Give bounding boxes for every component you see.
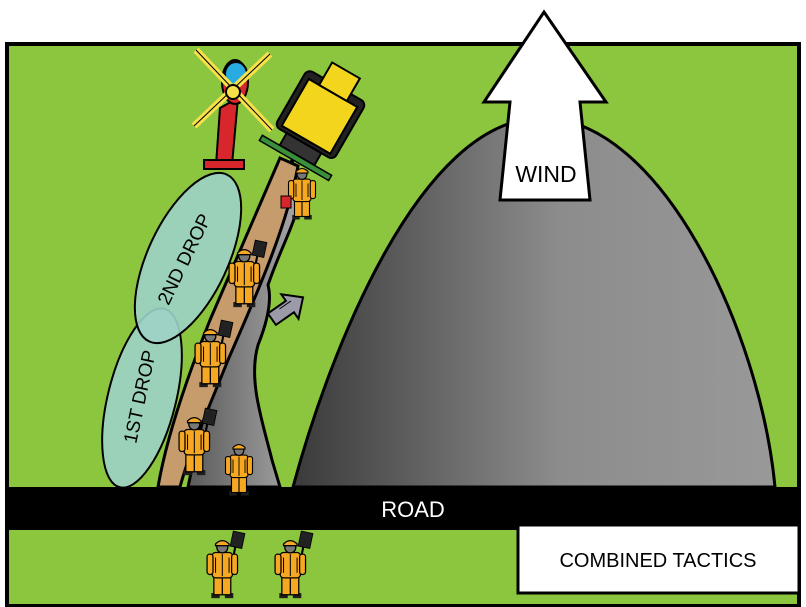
bulldozer-icon — [258, 61, 366, 182]
title-text: COMBINED TACTICS — [559, 550, 756, 572]
fuel-can-icon — [280, 195, 292, 209]
fire-spread-arrow-icon — [266, 292, 305, 327]
wind-label: WIND — [515, 161, 576, 187]
title-box: COMBINED TACTICS — [516, 523, 801, 595]
helicopter-icon — [191, 47, 275, 170]
wind-arrow-icon: WIND — [481, 9, 609, 202]
drop-zone-2: 2ND DROP — [133, 171, 243, 345]
road: ROAD — [7, 487, 799, 530]
drop-zone-1: 1ST DROP — [101, 307, 183, 489]
road-label: ROAD — [381, 497, 445, 522]
